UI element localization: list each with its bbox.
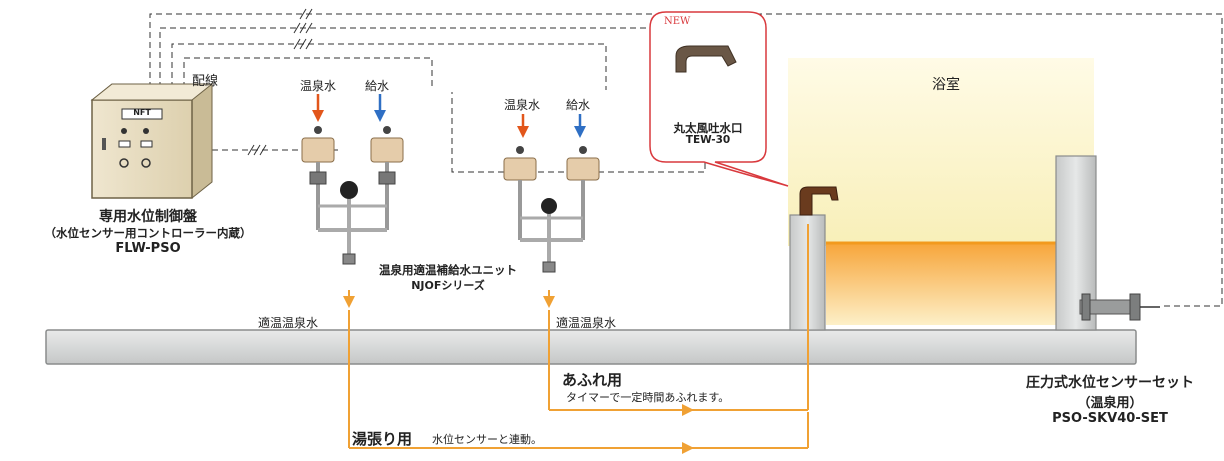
hot-spring-water-label-2: 温泉水 (504, 98, 541, 112)
filling-note: 水位センサーと連動。 (432, 433, 542, 446)
supply-unit-1 (301, 126, 404, 265)
suitable-temp-water-label-2: 適温温泉水 (556, 316, 617, 330)
control-panel-subtitle: （水位センサー用コントローラー内蔵） (44, 226, 252, 240)
flow-arrows (343, 296, 694, 454)
floor-slab (45, 329, 1137, 365)
filling-title: 湯張り用 (352, 430, 413, 448)
bathroom-area (788, 58, 1094, 325)
supply-unit-name: 温泉用適温補給水ユニット (379, 263, 517, 277)
overflow-note: タイマーで一定時間あふれます。 (566, 391, 730, 404)
wooden-spout (799, 186, 839, 216)
suitable-temp-water-label-1: 適温温泉水 (258, 316, 319, 330)
overflow-title: あふれ用 (562, 371, 623, 389)
spout-callout (649, 11, 789, 187)
new-badge: NEW (664, 16, 691, 27)
bath-wall-right (1055, 155, 1097, 331)
supply-water-label-1: 給水 (365, 79, 390, 93)
spout-model: TEW-30 (685, 134, 731, 146)
pressure-sensor (1079, 293, 1160, 321)
hot-spring-water-label-1: 温泉水 (300, 79, 337, 93)
control-panel-name: 専用水位制御盤 (99, 209, 197, 225)
panel-plate-label: NFT (133, 108, 151, 117)
supply-unit-series: NJOFシリーズ (411, 279, 485, 292)
wiring-slash-marks (247, 8, 313, 156)
bathroom-label: 浴室 (932, 77, 960, 93)
supply-water-label-2: 給水 (566, 98, 591, 112)
control-panel-box (90, 83, 214, 199)
sensor-set-name: 圧力式水位センサーセット (1026, 375, 1194, 391)
spout-name: 丸太風吐水口 (673, 121, 743, 135)
wiring-label: 配線 (192, 74, 219, 89)
supply-unit-2 (503, 146, 600, 273)
control-panel-model: FLW-PSO (115, 241, 181, 256)
inlet-arrows (312, 94, 586, 138)
sensor-set-model: PSO-SKV40-SET (1052, 411, 1168, 426)
orange-pipes (348, 224, 809, 449)
sensor-set-usage: （温泉用） (1077, 396, 1143, 411)
wiring-lines (149, 13, 1223, 307)
